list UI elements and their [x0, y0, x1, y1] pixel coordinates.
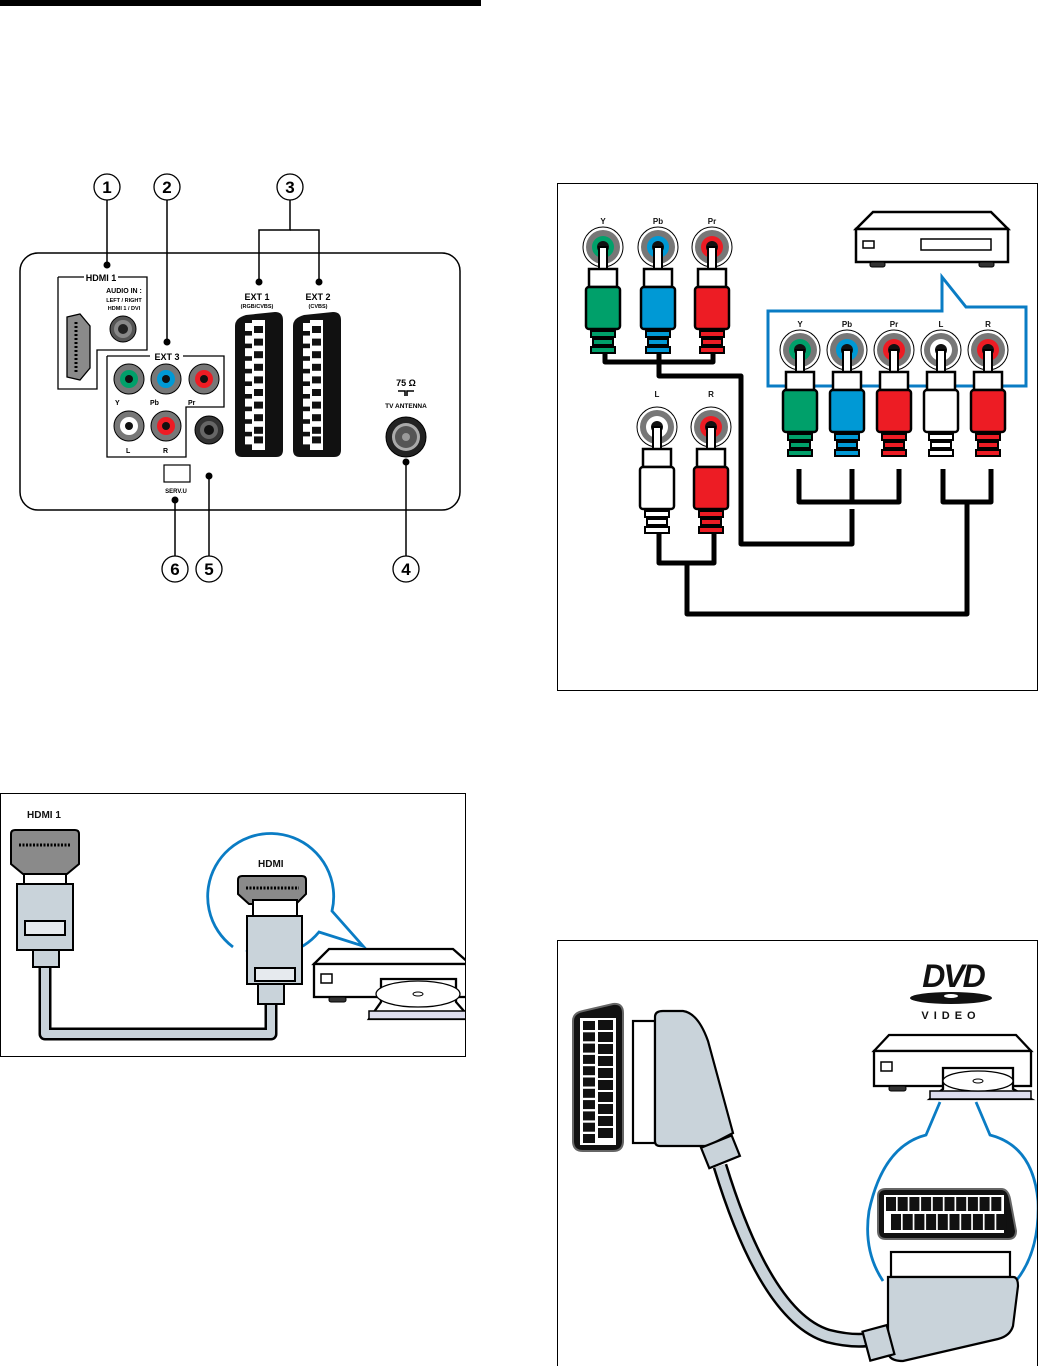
video-device-icon: [856, 212, 1008, 267]
svg-text:L: L: [126, 448, 131, 455]
svg-text:TV ANTENNA: TV ANTENNA: [385, 403, 427, 410]
ext3-pr-jack-icon: [189, 364, 219, 394]
tv-scart-socket-icon: [573, 1004, 623, 1151]
dvd-video-logo: DVD VIDEO: [910, 958, 992, 1022]
label-pb: Pb: [653, 217, 663, 226]
serv-u-port: SERV.U: [164, 465, 190, 495]
device-rca-plug-pr: [874, 330, 914, 456]
hdmi-plug-tv-icon: [11, 830, 79, 967]
svg-text:75 Ω: 75 Ω: [396, 378, 416, 388]
label-pr: Pr: [708, 217, 716, 226]
rca-plug-y: [583, 227, 623, 353]
svg-text:2: 2: [162, 178, 171, 197]
ext-1-scart-port: EXT 1 (RGB/CVBS): [235, 292, 283, 457]
spdif-out-jack-icon: [195, 416, 223, 444]
svg-text:(RGB/CVBS): (RGB/CVBS): [241, 304, 274, 310]
svg-text:(CVBS): (CVBS): [309, 304, 328, 310]
label-r: R: [708, 390, 714, 399]
scart-plug-device-icon: [863, 1252, 1018, 1361]
svg-text:VIDEO: VIDEO: [921, 1010, 980, 1022]
ext-2-scart-port: EXT 2 (CVBS): [293, 292, 341, 457]
svg-text:Pb: Pb: [150, 400, 159, 407]
dvd-player-icon: [314, 949, 465, 1019]
svg-text:DVD: DVD: [922, 958, 985, 994]
svg-text:SERV.U: SERV.U: [165, 489, 187, 495]
svg-text:Pr: Pr: [188, 400, 196, 407]
dvd-player-icon: [874, 1035, 1031, 1099]
svg-text:1: 1: [102, 178, 111, 197]
rca-plug-l: [637, 407, 677, 533]
rca-plug-r: [691, 407, 731, 533]
device-rca-plug-y: [780, 330, 820, 456]
hdmi-1-label: HDMI 1: [27, 810, 61, 821]
svg-text:3: 3: [285, 178, 294, 197]
svg-text:EXT 2: EXT 2: [305, 292, 330, 302]
device-label-r: R: [985, 320, 991, 329]
ext3-pb-jack-icon: [151, 364, 181, 394]
hdmi-plug-device-icon: [238, 876, 306, 1004]
svg-text:EXT 3: EXT 3: [154, 352, 179, 362]
device-rca-plug-r: [968, 330, 1008, 456]
hdmi-cable: [45, 964, 271, 1034]
ext3-l-jack-icon: [114, 411, 144, 441]
scart-connection-figure: DVD VIDEO: [557, 940, 1038, 1366]
device-scart-socket-icon: [878, 1189, 1016, 1239]
rca-plug-pb: [638, 227, 678, 353]
label-y: Y: [600, 217, 606, 226]
section-rule: [0, 0, 481, 6]
hdmi-port-icon: [67, 314, 90, 380]
component-connection-figure: Y Pb Pr L R Y Pb Pr L R: [557, 183, 1038, 691]
audio-in-jack-icon: [110, 316, 136, 342]
svg-text:HDMI 1 / DVI: HDMI 1 / DVI: [108, 306, 141, 312]
tv-back-panel-figure: 1 2 3 HDMI 1 AUDIO IN : LEFT / RIGHT HDM…: [0, 160, 480, 600]
svg-text:6: 6: [170, 560, 179, 579]
svg-text:Y: Y: [115, 400, 120, 407]
svg-text:EXT 1: EXT 1: [244, 292, 269, 302]
label-l: L: [655, 390, 660, 399]
scart-cable: [720, 1166, 873, 1340]
svg-text:4: 4: [401, 560, 411, 579]
svg-text:AUDIO IN :: AUDIO IN :: [106, 288, 142, 295]
ext3-y-jack-icon: [114, 364, 144, 394]
scart-plug-tv-icon: [633, 1011, 740, 1168]
svg-text:HDMI 1: HDMI 1: [86, 273, 117, 283]
rca-plug-pr: [692, 227, 732, 353]
hdmi-connection-figure: HDMI 1 HDMI: [0, 793, 466, 1057]
device-label-pb: Pb: [842, 320, 852, 329]
svg-text:5: 5: [204, 560, 213, 579]
svg-text:R: R: [163, 448, 168, 455]
device-rca-plug-pb: [827, 330, 867, 456]
svg-text:LEFT / RIGHT: LEFT / RIGHT: [106, 298, 142, 304]
ext3-r-jack-icon: [151, 411, 181, 441]
hdmi-device-label: HDMI: [258, 859, 284, 870]
device-label-pr: Pr: [890, 320, 898, 329]
device-label-y: Y: [797, 320, 803, 329]
device-label-l: L: [939, 320, 944, 329]
device-rca-plug-l: [921, 330, 961, 456]
